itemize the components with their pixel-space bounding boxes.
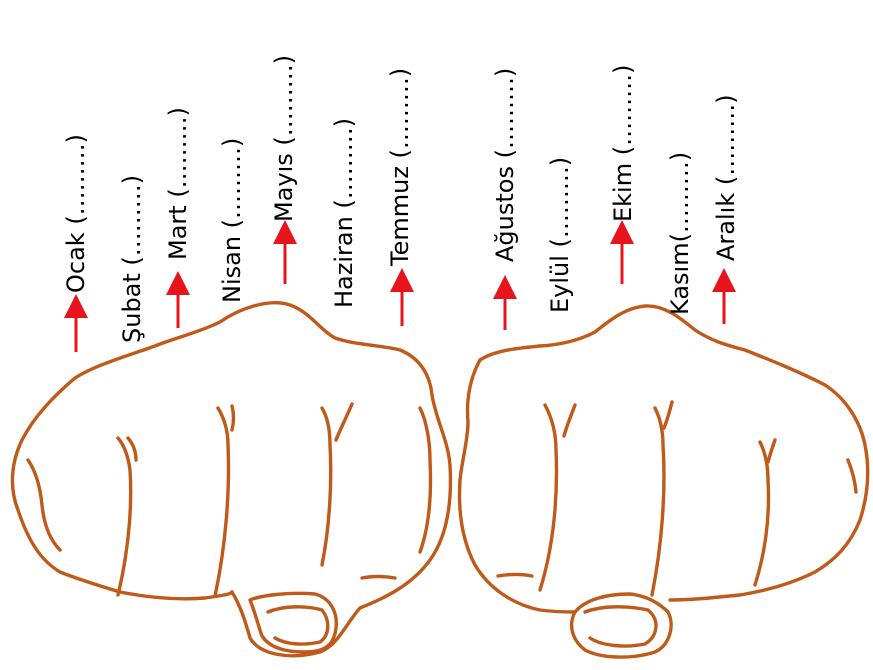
month-label-nisan: Nisan (………) bbox=[218, 138, 246, 303]
month-label-haziran: Haziran (………) bbox=[330, 118, 358, 308]
month-label-mart: Mart (………) bbox=[164, 107, 192, 260]
month-label-ekim: Ekim (………) bbox=[609, 65, 637, 222]
month-labels: Ocak (………) Şubat (………) Mart (………) Nisan … bbox=[62, 55, 740, 343]
month-label-temmuz: Temmuz (………) bbox=[386, 68, 414, 267]
knuckle-arrows bbox=[64, 220, 736, 352]
month-label-aralik: Aralık (………) bbox=[712, 94, 740, 261]
month-label-ocak: Ocak (………) bbox=[62, 134, 90, 293]
right-fist-icon bbox=[457, 304, 870, 659]
month-label-subat: Şubat (………) bbox=[118, 175, 146, 343]
month-label-agustos: Ağustos (………) bbox=[491, 68, 519, 262]
month-label-mayis: Mayıs (………) bbox=[270, 55, 298, 222]
left-fist-icon bbox=[10, 301, 453, 658]
month-label-eylul: Eylül (………) bbox=[546, 157, 574, 313]
month-label-kasim: Kasım(………) bbox=[666, 152, 694, 315]
